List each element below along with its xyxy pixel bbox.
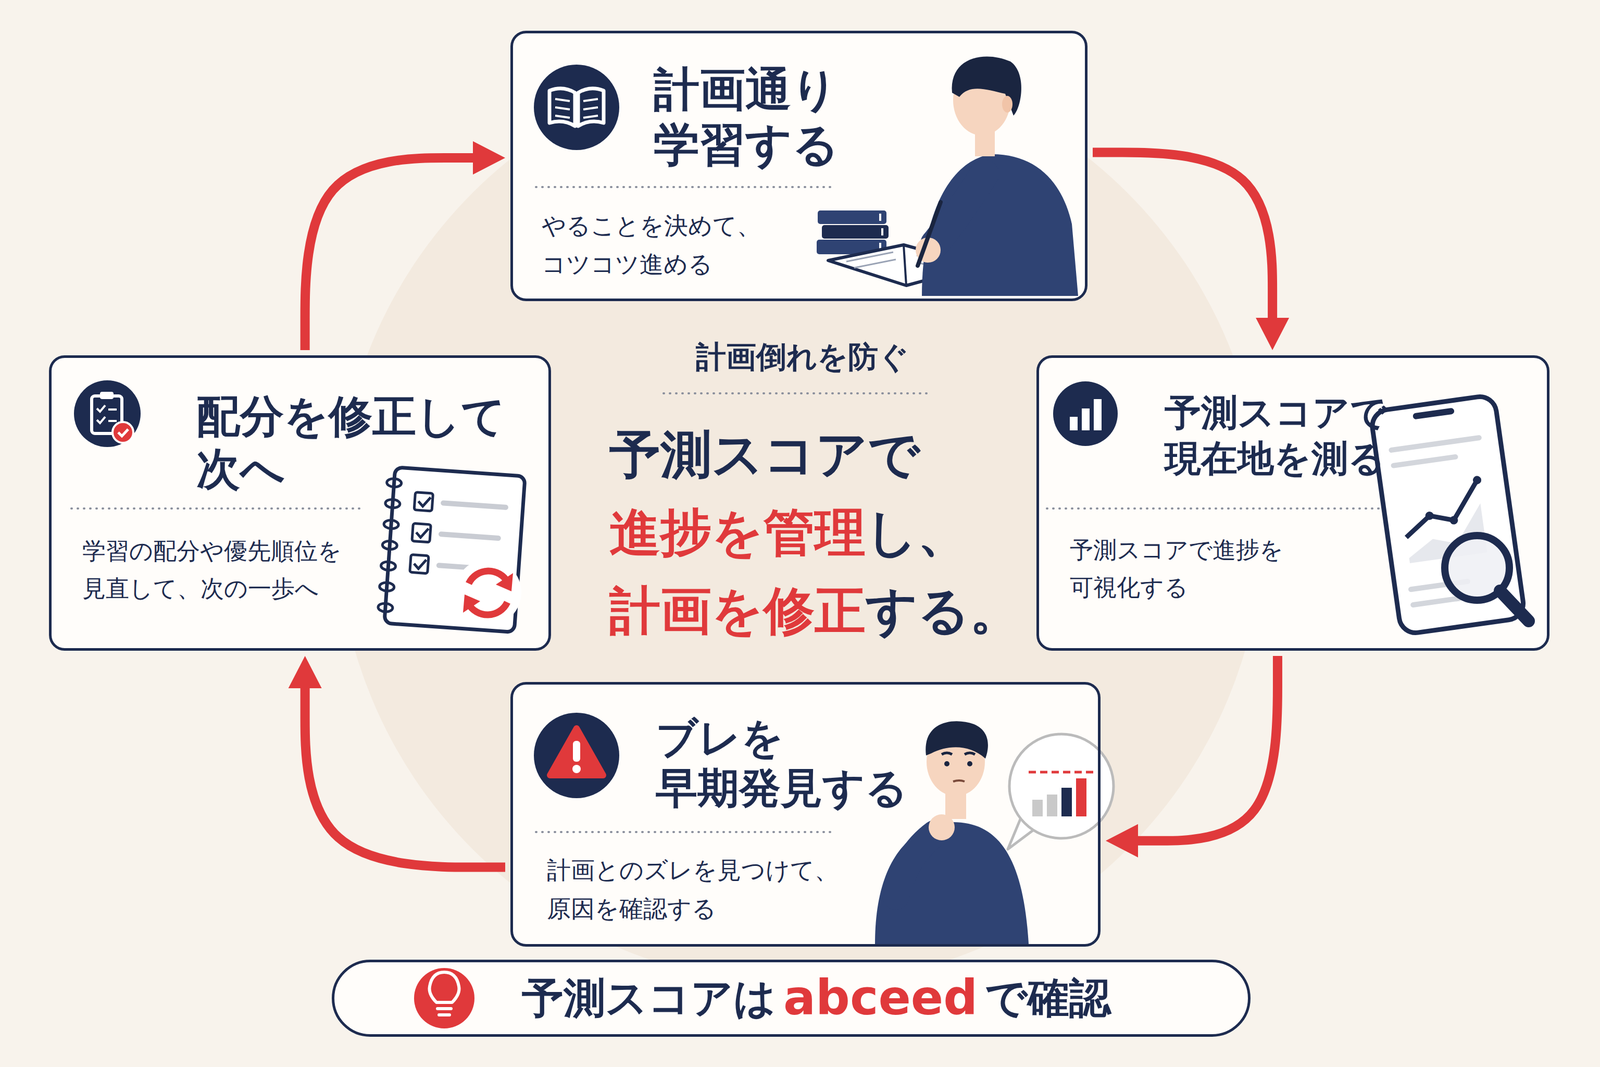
- box-fill: [510, 30, 1088, 302]
- step-box: 予測スコアで 現在地を測る予測スコアで進捗を 可視化する: [1036, 355, 1550, 651]
- studying-person: [816, 56, 1079, 296]
- step-heading: 配分を修正して 次へ: [196, 390, 520, 496]
- step-box: 計画通り 学習するやることを決めて、 コツコツ進める: [510, 30, 1088, 302]
- chart-icon: [1053, 381, 1118, 446]
- info-pill: 予測スコアはabceedで確認: [331, 959, 1251, 1037]
- message-line: 予測スコアで: [572, 415, 1032, 494]
- message-text: 進捗を管理: [609, 502, 866, 562]
- book-icon: [533, 64, 620, 150]
- step-heading: 計画通り 学習する: [653, 61, 925, 172]
- box-fill: [510, 681, 1101, 947]
- step-description: 予測スコアで進捗を 可視化する: [1069, 531, 1362, 607]
- step-description: 計画とのズレを見つけて、 原因を確認する: [546, 851, 860, 928]
- book-stack: [816, 210, 889, 255]
- cycle-arrow: [1092, 152, 1273, 318]
- lightbulb-icon: [414, 967, 475, 1029]
- box-fill: [48, 355, 552, 651]
- message-text: 計画を修正: [609, 580, 866, 641]
- step-box: 配分を修正して 次へ学習の配分や優先順位を 見直して、次の一歩へ: [48, 355, 552, 651]
- notebook: [377, 466, 525, 633]
- pill-text: で確認: [984, 972, 1111, 1023]
- subtitle-label: 計画倒れを防ぐ: [695, 339, 909, 375]
- message-line: 計画を修正する。: [572, 571, 1032, 650]
- step-box: ブレを 早期発見する計画とのズレを見つけて、 原因を確認する: [510, 681, 1101, 947]
- message-text: 予測スコアで: [609, 424, 920, 484]
- brand-name: abceed: [783, 969, 978, 1027]
- cycle-arrow: [305, 157, 473, 350]
- box-fill: [1036, 355, 1550, 651]
- message-text: する。: [865, 580, 1021, 641]
- clipboard-icon: [73, 380, 141, 447]
- box-fill: [331, 959, 1251, 1037]
- cycle-arrow: [305, 688, 506, 868]
- step-description: やることを決めて、 コツコツ進める: [541, 206, 803, 284]
- speech-bubble: [1007, 733, 1114, 849]
- warning-icon: [533, 712, 620, 798]
- magnifier: [1444, 535, 1529, 621]
- message-line: 進捗を管理し、: [572, 493, 1032, 572]
- message-text: し、: [865, 502, 969, 562]
- pill-text: 予測スコアは: [521, 972, 777, 1023]
- step-heading: ブレを 早期発見する: [655, 713, 937, 814]
- step-heading: 予測スコアで 現在地を測る: [1164, 390, 1410, 482]
- thinking-person: [875, 720, 1029, 944]
- step-description: 学習の配分や優先順位を 見直して、次の一歩へ: [82, 532, 374, 608]
- center-message: 計画倒れを防ぐ予測スコアで進捗を管理し、計画を修正する。: [572, 335, 1032, 650]
- dotted-separators: [71, 186, 1389, 832]
- cycle-arrow: [1138, 655, 1278, 841]
- message-line: 計画倒れを防ぐ: [572, 335, 1032, 378]
